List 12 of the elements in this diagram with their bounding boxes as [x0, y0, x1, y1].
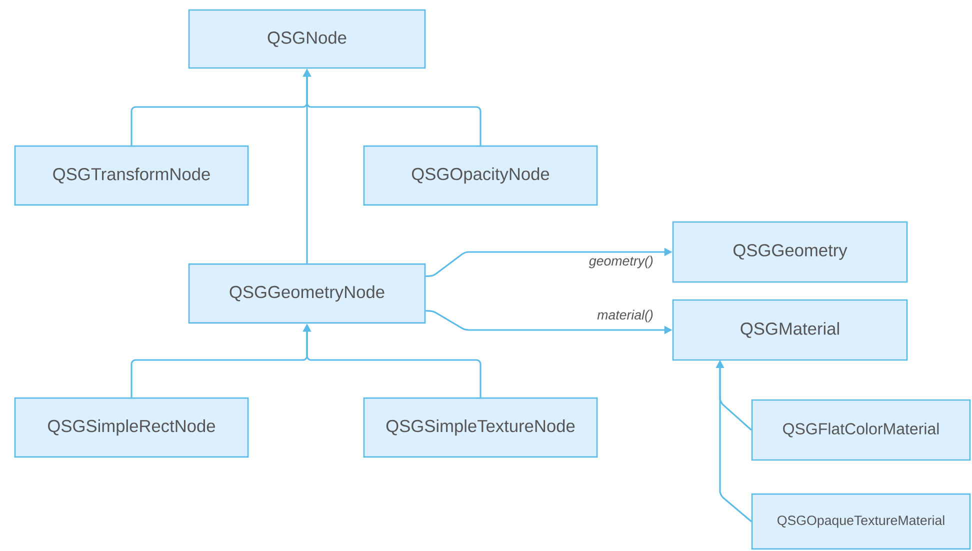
class-box: QSGMaterial	[672, 299, 908, 361]
class-box: QSGGeometryNode	[188, 263, 426, 324]
class-box: QSGNode	[188, 9, 426, 69]
class-box: QSGOpaqueTextureMaterial	[751, 493, 971, 550]
edge-label: geometry()	[588, 254, 655, 270]
class-box: QSGSimpleRectNode	[14, 397, 249, 458]
class-box: QSGTransformNode	[14, 145, 249, 206]
class-box: QSGFlatColorMaterial	[751, 399, 971, 461]
class-box: QSGGeometry	[672, 221, 908, 283]
edge-label: material()	[596, 308, 655, 324]
class-box: QSGOpacityNode	[363, 145, 598, 206]
class-box: QSGSimpleTextureNode	[363, 397, 598, 458]
